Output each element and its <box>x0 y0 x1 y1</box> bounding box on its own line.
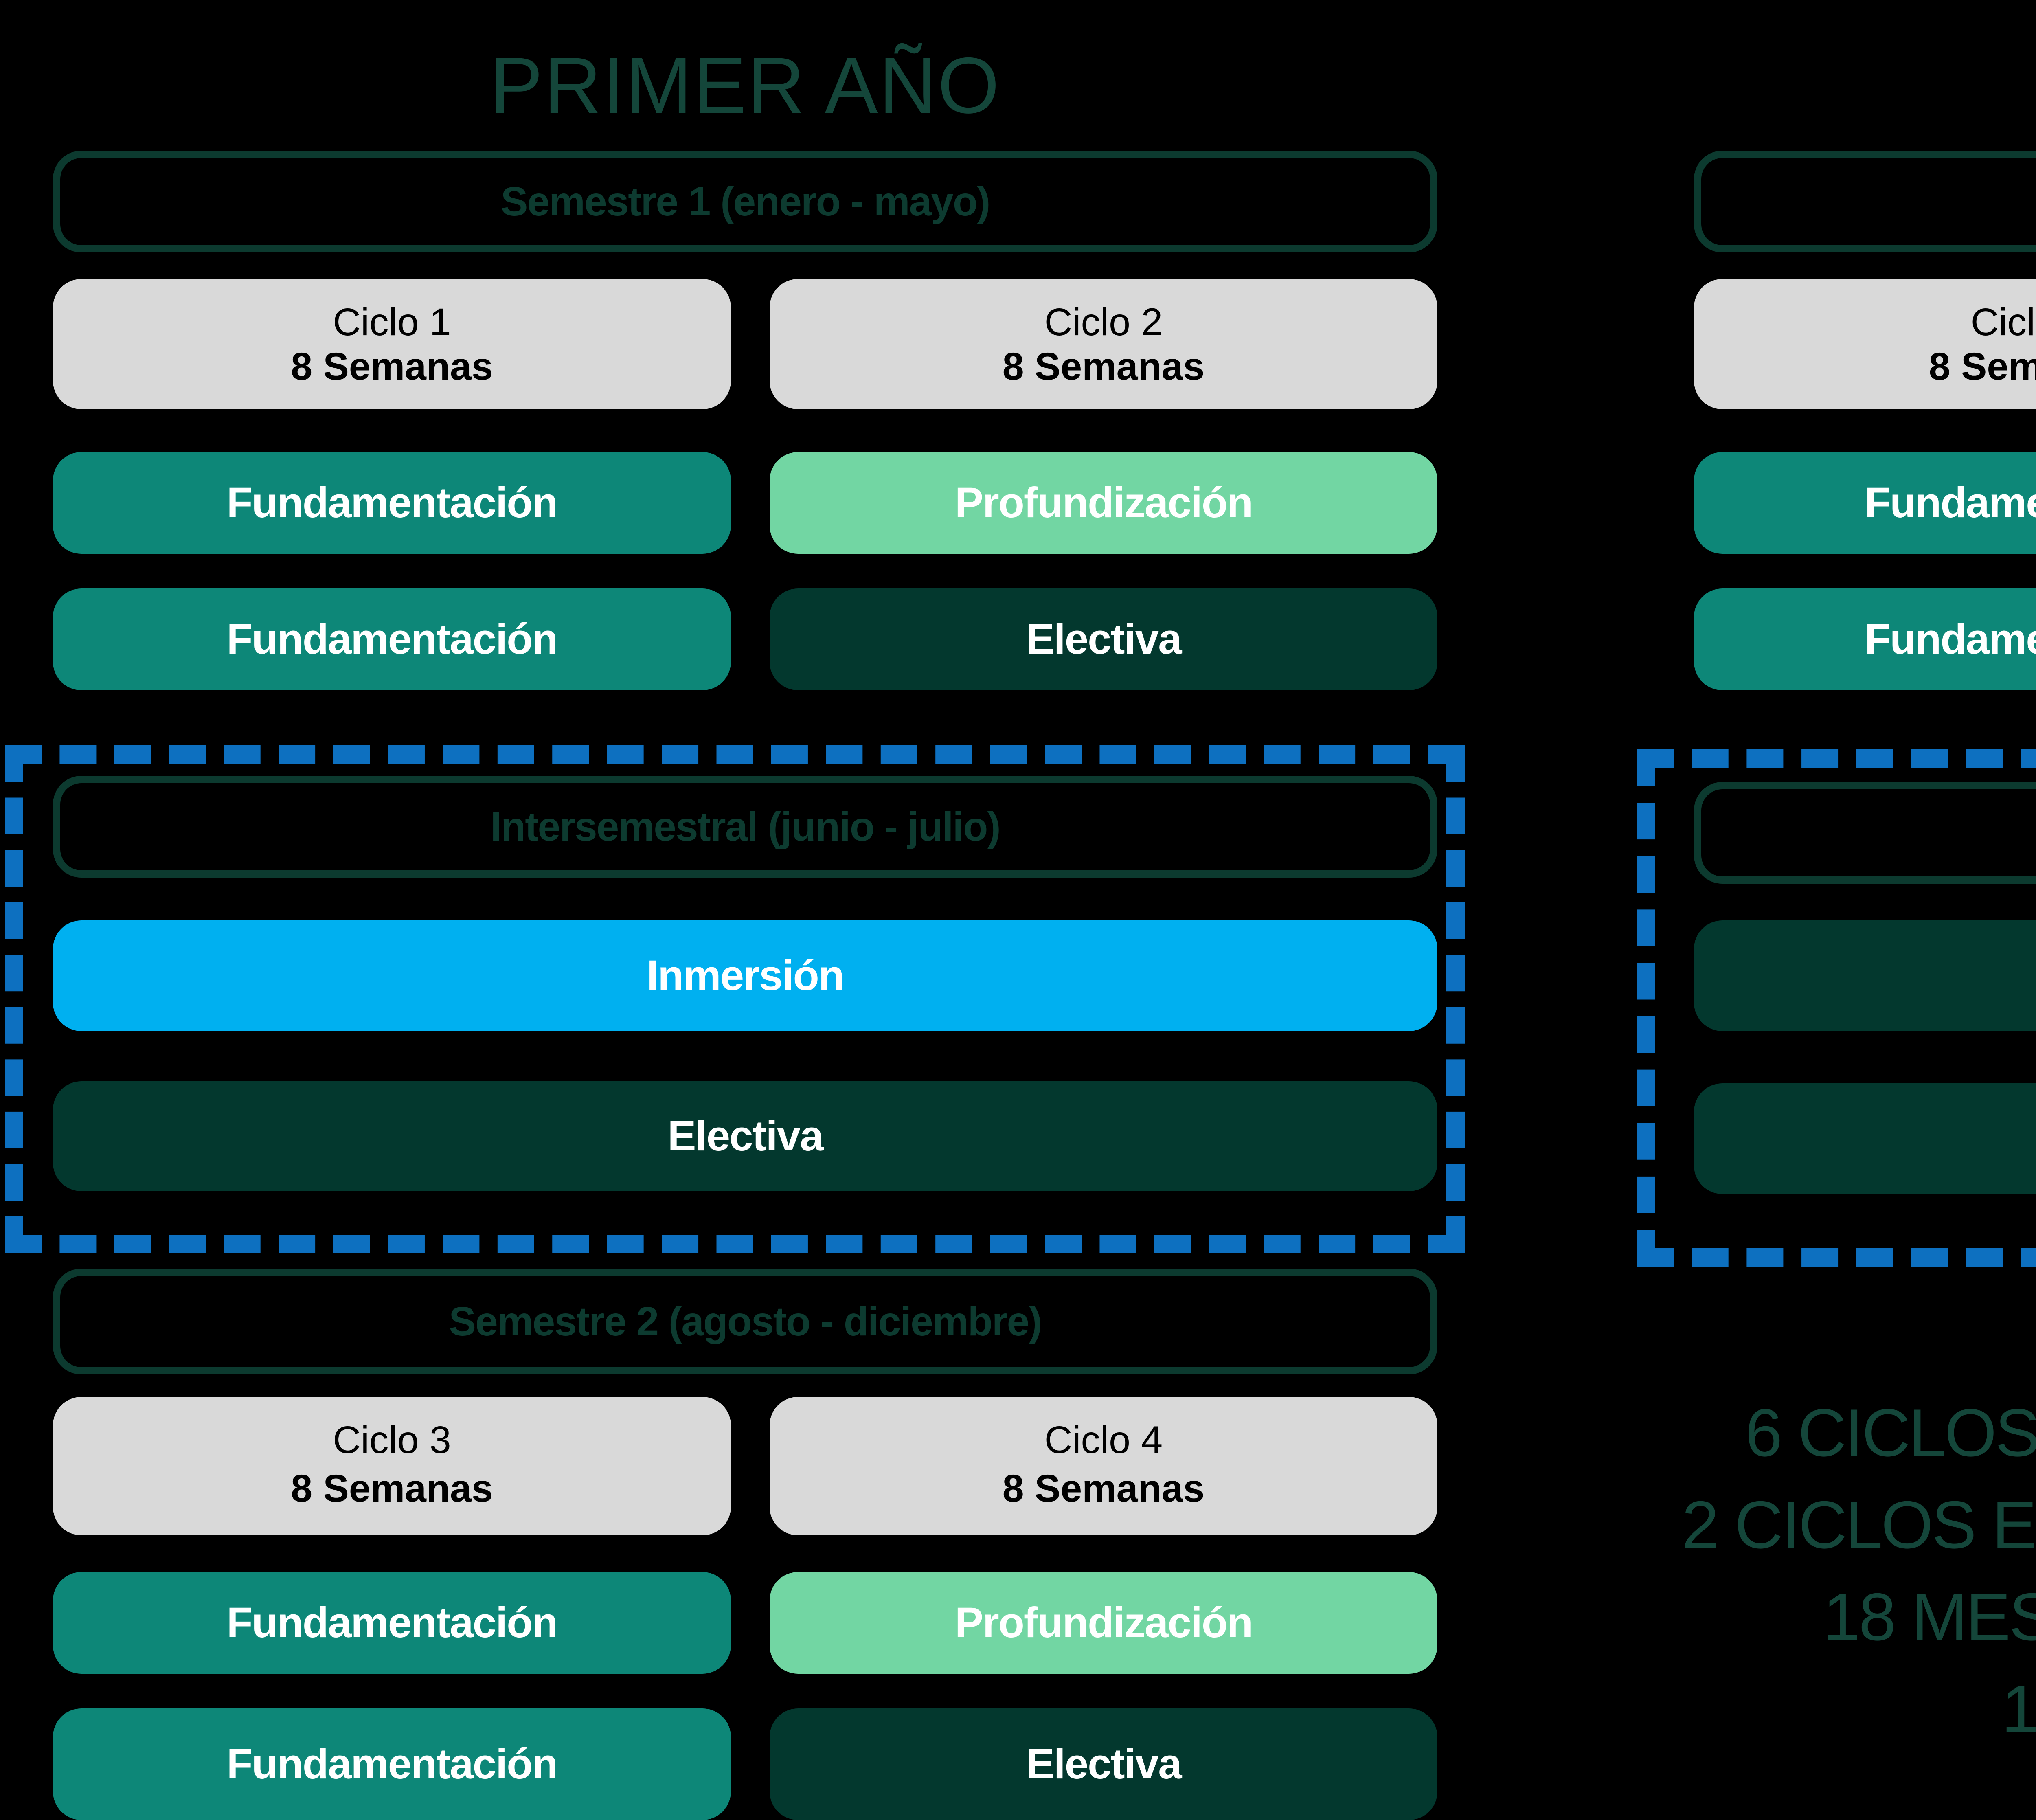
s1-course-fundamentacion-2: Fundamentación <box>53 588 731 690</box>
summary-line-2: 2 CICLOS EN PERIODOS INTERSEMESTRALES <box>1682 1487 2036 1562</box>
cycle-2-duration: 8 Semanas <box>1002 345 1205 388</box>
cycle-4-name: Ciclo 4 <box>1044 1418 1163 1462</box>
second-year-title: SEGUNDO AÑO <box>1694 49 2036 138</box>
cycle-5-duration: 8 Semanas <box>1928 345 2036 388</box>
s2-course-profundizacion: Profundización <box>770 1572 1437 1674</box>
cycle-3-box: Ciclo 3 8 Semanas <box>53 1397 731 1535</box>
inmersion-block: Inmersión <box>53 920 1437 1031</box>
s3-course-fundamentacion-2: Fundamentación <box>1694 588 2036 690</box>
intersemestral-1-header-label: Intersemestral (junio - julio) <box>490 804 1000 850</box>
summary-line-3: 18 MESES EFECTIVOS DE ESTUDIO <box>1823 1579 2036 1654</box>
cycle-2-box: Ciclo 2 8 Semanas <box>770 279 1437 409</box>
s3-course-fundamentacion-1: Fundamentación <box>1694 452 2036 554</box>
semester-1-header: Semestre 1 (enero - mayo) <box>53 151 1437 252</box>
cycle-4-duration: 8 Semanas <box>1002 1467 1205 1510</box>
semester-2-header: Semestre 2 (agosto - diciembre) <box>53 1269 1437 1374</box>
program-summary: 6 CICLOS EN SEMESTRES ACADÉMICOS 2 CICLO… <box>1682 1387 2036 1755</box>
first-year-title: PRIMER AÑO <box>489 41 1001 130</box>
cycle-1-name: Ciclo 1 <box>333 301 451 344</box>
cycle-5-name: Ciclo 5 <box>1970 301 2036 344</box>
cycle-1-duration: 8 Semanas <box>291 345 493 388</box>
s1-course-fundamentacion-1: Fundamentación <box>53 452 731 554</box>
cycle-3-duration: 8 Semanas <box>291 1467 493 1510</box>
intersemestral-region-year1 <box>5 745 1465 1253</box>
s1-course-profundizacion: Profundización <box>770 452 1437 554</box>
semester-2-header-label: Semestre 2 (agosto - diciembre) <box>449 1298 1042 1344</box>
intersemestral-2-electiva-block-1: Electiva <box>1694 920 2036 1031</box>
cycle-1-box: Ciclo 1 8 Semanas <box>53 279 731 409</box>
cycle-5-box: Ciclo 5 8 Semanas <box>1694 279 2036 409</box>
cycle-4-box: Ciclo 4 8 Semanas <box>770 1397 1437 1535</box>
intersemestral-2-electiva-block-2: Electiva <box>1694 1083 2036 1194</box>
summary-line-4: 19 MESES CALENDARIO <box>2001 1671 2036 1746</box>
s2-course-electiva: Electiva <box>770 1708 1437 1820</box>
s2-course-fundamentacion-2: Fundamentación <box>53 1708 731 1820</box>
cycle-2-name: Ciclo 2 <box>1044 301 1163 344</box>
s2-course-fundamentacion-1: Fundamentación <box>53 1572 731 1674</box>
s1-course-electiva: Electiva <box>770 588 1437 690</box>
semester-1-header-label: Semestre 1 (enero - mayo) <box>500 178 990 224</box>
semester-3-header: Semestre 3 (enero - mayo) <box>1694 151 2036 252</box>
intersemestral-1-electiva-block: Electiva <box>53 1081 1437 1191</box>
intersemestral-2-header: Intersemestral (junio-julio) <box>1694 782 2036 884</box>
intersemestral-1-header: Intersemestral (junio - julio) <box>53 776 1437 878</box>
summary-line-1: 6 CICLOS EN SEMESTRES ACADÉMICOS <box>1745 1395 2036 1470</box>
cycle-3-name: Ciclo 3 <box>333 1418 451 1462</box>
intersemestral-region-year2 <box>1637 749 2036 1267</box>
